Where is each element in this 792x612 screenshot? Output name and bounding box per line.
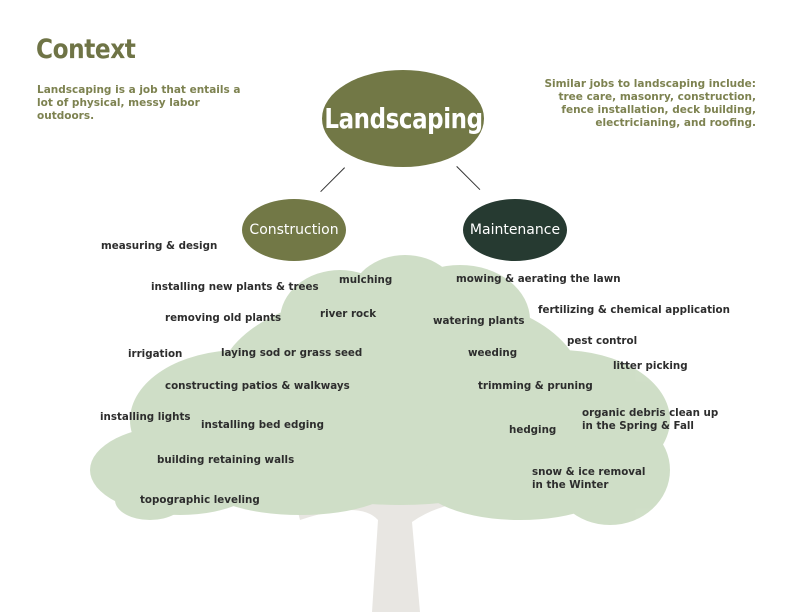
task-constructing-patios: constructing patios & walkways [165,380,350,392]
task-laying-sod: laying sod or grass seed [221,347,363,359]
task-installing-bed-edging: installing bed edging [201,419,324,431]
task-watering: watering plants [433,315,525,327]
maintenance-node: Maintenance [463,199,567,261]
task-mulching: mulching [339,274,393,286]
task-organic-debris-line: organic debris clean up [582,407,719,419]
page-title: Context [36,34,136,65]
task-removing-plants: removing old plants [165,312,282,324]
task-irrigation: irrigation [128,348,183,360]
construction-label: Construction [249,222,339,238]
intro-text: Landscaping is a job that entails a lot … [37,84,241,122]
task-river-rock: river rock [320,308,377,320]
similar-jobs-line: Similar jobs to landscaping include: [544,78,756,90]
task-installing-plants: installing new plants & trees [151,281,319,293]
similar-jobs-line: tree care, masonry, construction, [558,91,756,103]
similar-jobs-text: Similar jobs to landscaping include: tre… [541,78,756,130]
task-organic-debris: organic debris clean up in the Spring & … [582,407,718,433]
task-measuring-design: measuring & design [101,240,218,252]
similar-jobs-line: fence installation, deck building, [561,104,756,116]
landscaping-node: Landscaping [322,70,484,167]
task-topographic-leveling: topographic leveling [140,494,260,506]
task-snow-removal-line: in the Winter [532,479,609,491]
task-snow-removal: snow & ice removal in the Winter [532,466,645,492]
similar-jobs-line: electricianing, and roofing. [595,117,756,129]
task-fertilizing: fertilizing & chemical application [538,304,730,316]
task-organic-debris-line: in the Spring & Fall [582,420,694,432]
task-pest-control: pest control [567,335,638,347]
task-trimming: trimming & pruning [478,380,593,392]
construction-node: Construction [242,199,346,261]
task-mowing: mowing & aerating the lawn [456,273,621,285]
task-hedging: hedging [509,424,557,436]
maintenance-label: Maintenance [469,222,561,238]
landscaping-label: Landscaping [323,102,483,135]
task-retaining-walls: building retaining walls [157,454,295,466]
task-snow-removal-line: snow & ice removal [532,466,646,478]
task-weeding: weeding [468,347,518,359]
task-installing-lights: installing lights [100,411,191,423]
task-litter-picking: litter picking [613,360,688,372]
